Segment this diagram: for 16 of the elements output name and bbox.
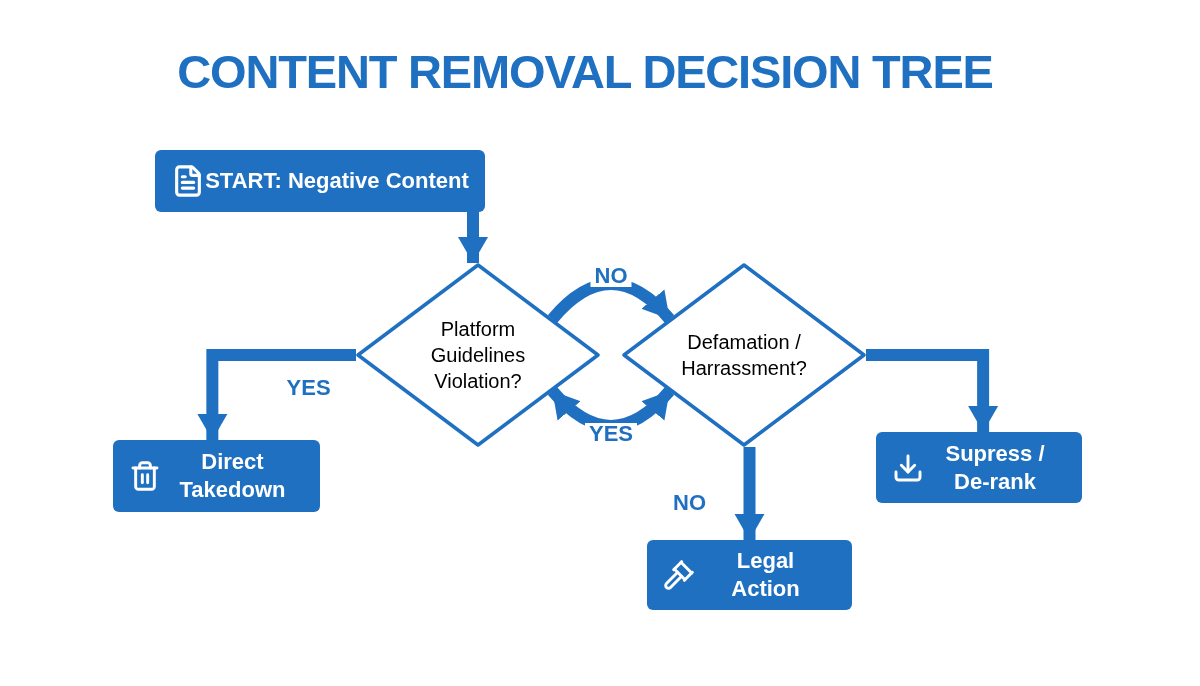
- decision-text: Defamation / Harrassment?: [680, 330, 808, 381]
- title: CONTENT REMOVAL DECISION TREE: [176, 48, 994, 95]
- box-text: Direct Takedown: [178, 448, 287, 504]
- arrow: [734, 447, 765, 540]
- action-box: [113, 440, 320, 512]
- action-box: [876, 432, 1082, 503]
- box-text: START: Negative Content: [205, 167, 469, 195]
- edge-label: NO: [590, 265, 632, 288]
- box-text: Supress / De-rank: [944, 439, 1046, 496]
- start-box: [155, 150, 485, 212]
- action-box: [647, 540, 852, 610]
- arrow: [866, 349, 999, 432]
- decision-text: Platform Guidelines Violation?: [429, 317, 527, 394]
- arrow: [458, 212, 488, 263]
- arrow: [197, 349, 356, 440]
- box-text: Legal Action: [730, 547, 801, 603]
